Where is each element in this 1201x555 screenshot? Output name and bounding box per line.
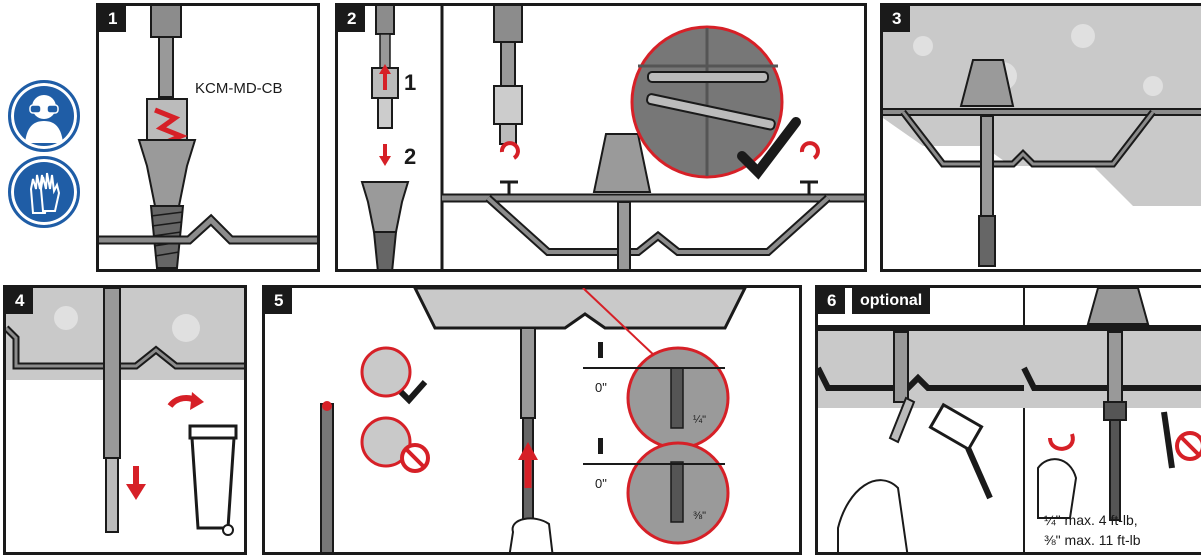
gap-label-2: 0" — [595, 476, 607, 491]
size-label-1: ¼" — [693, 414, 707, 426]
sub-step-1: 1 — [404, 70, 417, 95]
anchor-model-label: KCM-MD-CB — [195, 80, 283, 97]
step-5-panel: 5 0" 0" ¼" ⅜" — [262, 285, 802, 555]
gap-label-1: 0" — [595, 380, 607, 395]
step-3-panel: 3 — [880, 3, 1201, 272]
step-1-panel: 1 KCM-MD-CB — [96, 3, 320, 272]
step-number: 6 — [818, 288, 846, 314]
sub-step-2: 2 — [404, 144, 417, 169]
gloves-icon — [8, 156, 80, 228]
eye-protection-icon — [8, 80, 80, 152]
size-label-2: ⅜" — [693, 510, 707, 522]
step-number: 1 — [99, 6, 127, 32]
step-6-panel: 6 optional ¼" max. 4 ft-lb, ⅜" max. 11 f… — [815, 285, 1201, 555]
step-number: 4 — [6, 288, 34, 314]
step-4-panel: 4 — [3, 285, 247, 555]
step-number: 2 — [338, 6, 366, 32]
torque-line-2: ⅜" max. 11 ft-lb — [1044, 532, 1141, 548]
step-number: 5 — [265, 288, 293, 314]
step-number: 3 — [883, 6, 911, 32]
torque-line-1: ¼" max. 4 ft-lb, — [1044, 512, 1138, 528]
optional-badge: optional — [852, 288, 931, 314]
step-2-panel: 2 1 2 — [335, 3, 867, 272]
